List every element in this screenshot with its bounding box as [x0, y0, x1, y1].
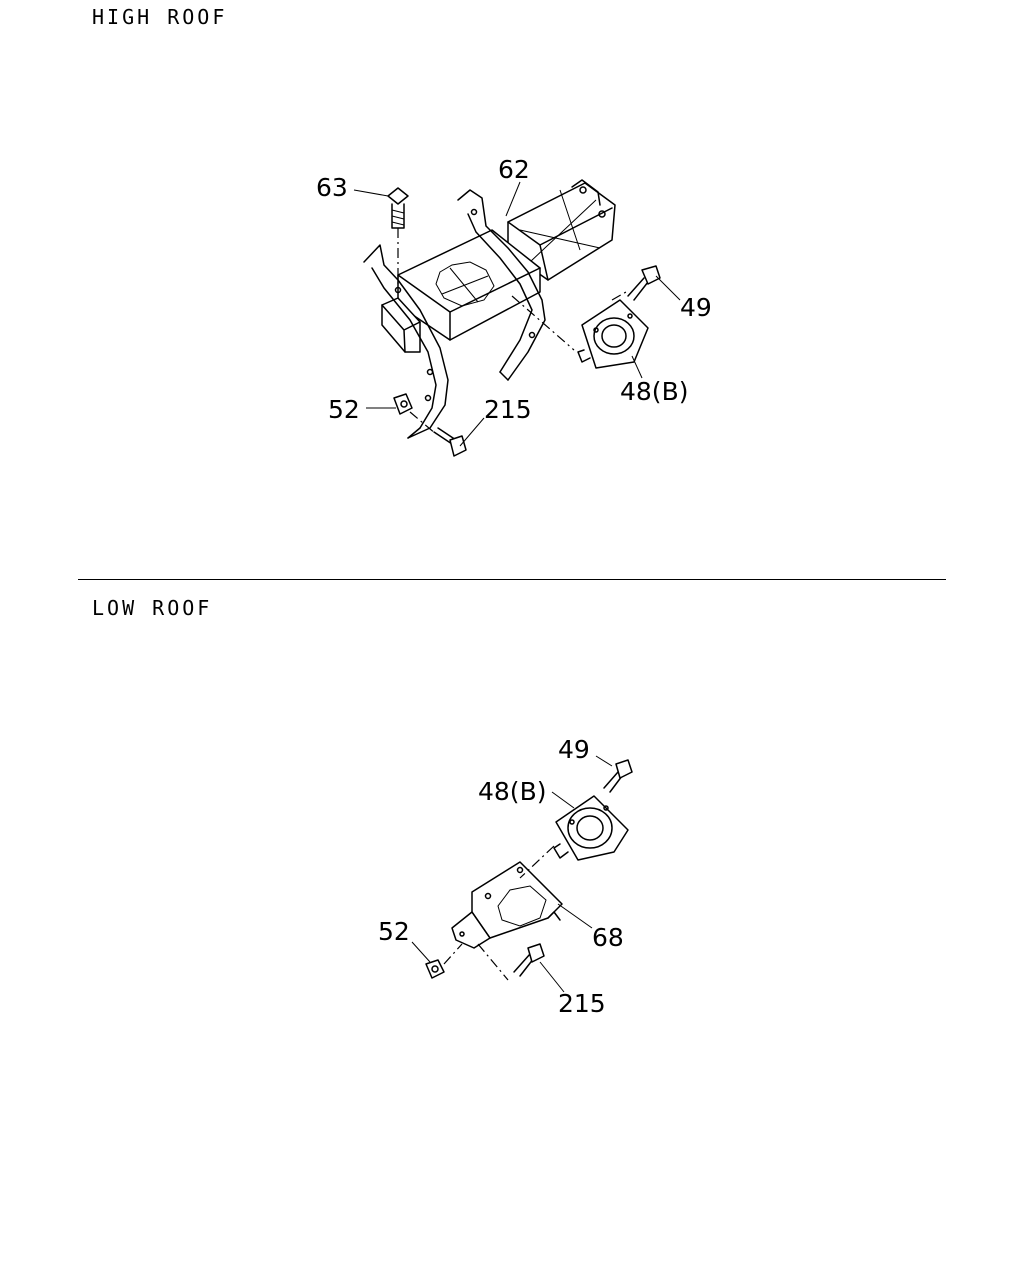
callout-215: 215: [484, 395, 532, 424]
callout-52-low: 52: [378, 917, 410, 946]
callout-49: 49: [680, 293, 712, 322]
part-62-bracket: [507, 179, 616, 281]
part-48b-mount: [577, 299, 649, 369]
part-48b-mount-low: [553, 795, 629, 861]
callout-49-low: 49: [558, 735, 590, 764]
left-leg: [363, 244, 449, 439]
part-68-bracket: [451, 861, 563, 949]
callout-68: 68: [592, 923, 624, 952]
part-63-bolt: [387, 187, 409, 229]
callout-52: 52: [328, 395, 360, 424]
cross-member: [381, 229, 541, 353]
part-52-nut: [393, 393, 413, 415]
part-215-bolt: [433, 427, 467, 457]
part-52-nut-low: [425, 959, 445, 979]
callout-63: 63: [316, 173, 348, 202]
section-title-low-roof: LOW ROOF: [92, 596, 213, 620]
part-49-bolt: [627, 265, 661, 301]
section-title-high-roof: HIGH ROOF: [92, 5, 228, 29]
low-roof-assembly: 49 48(B) 68 52 215: [378, 735, 633, 1018]
callout-215-low: 215: [558, 989, 606, 1018]
part-49-bolt-low: [603, 759, 633, 793]
right-leg: [457, 189, 546, 381]
section-divider: [78, 579, 946, 580]
high-roof-assembly: 63 62 49 48(B) 52 215: [316, 155, 712, 457]
part-215-bolt-low: [513, 943, 545, 977]
callout-48b: 48(B): [620, 377, 688, 406]
callout-62: 62: [498, 155, 530, 184]
callout-48b-low: 48(B): [478, 777, 546, 806]
